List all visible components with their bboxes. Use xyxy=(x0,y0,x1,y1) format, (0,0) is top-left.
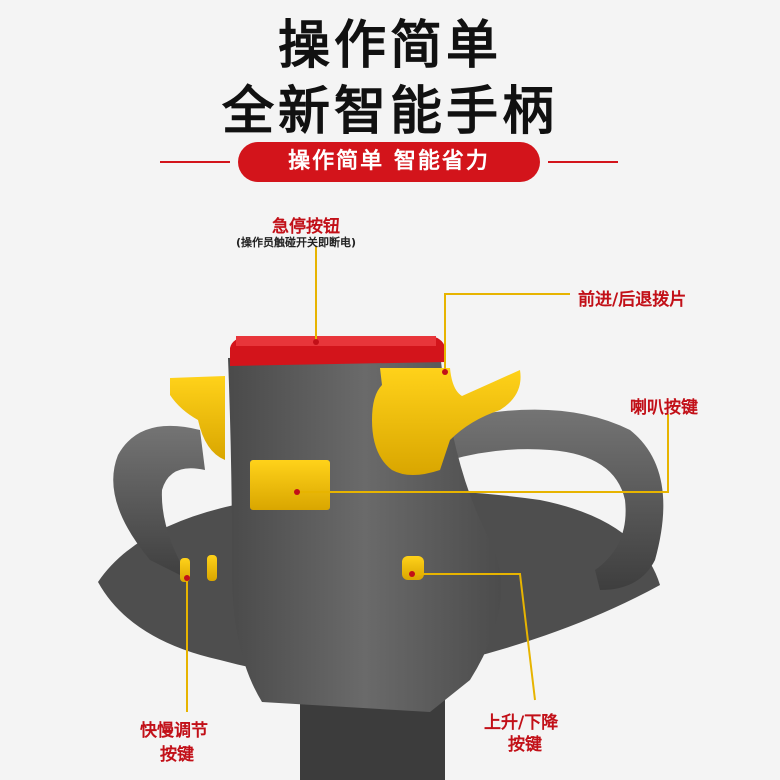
callout-line-horn xyxy=(297,414,669,493)
callout-dot-speed xyxy=(184,575,190,581)
callout-dot-lift xyxy=(409,571,415,577)
tagline-pill: 操作简单 智能省力 xyxy=(160,142,618,182)
estop-note: (操作员触碰开关即断电) xyxy=(236,236,357,249)
callout-dot-paddle xyxy=(442,369,448,375)
handle-grip-loop xyxy=(113,425,205,580)
callout-dot-horn xyxy=(294,489,300,495)
speed-label-line-2: 按键 xyxy=(160,745,194,765)
paddle-label: 前进/后退拨片 xyxy=(578,290,687,310)
headline-line-1: 操作简单 xyxy=(277,16,502,76)
horn-button-shape xyxy=(250,460,330,510)
handle-stem xyxy=(300,700,445,780)
callout-dot-estop xyxy=(313,339,319,345)
speed-label-line-1: 快慢调节 xyxy=(140,721,208,741)
horn-label: 喇叭按键 xyxy=(630,398,698,418)
paddle-left xyxy=(170,376,225,460)
lift-label-line-2: 按键 xyxy=(508,735,542,755)
handle-grip-bar xyxy=(450,409,664,590)
speed-button-shape-2 xyxy=(207,555,217,581)
estop-label: 急停按钮 xyxy=(272,217,340,237)
callout-line-lift xyxy=(412,573,536,701)
headline-line-2: 全新智能手柄 xyxy=(221,82,558,142)
emergency-stop-top xyxy=(236,336,436,346)
callout-line-paddle xyxy=(444,293,570,372)
paddle-right xyxy=(372,368,521,475)
lift-label-line-1: 上升/下降 xyxy=(484,713,559,733)
